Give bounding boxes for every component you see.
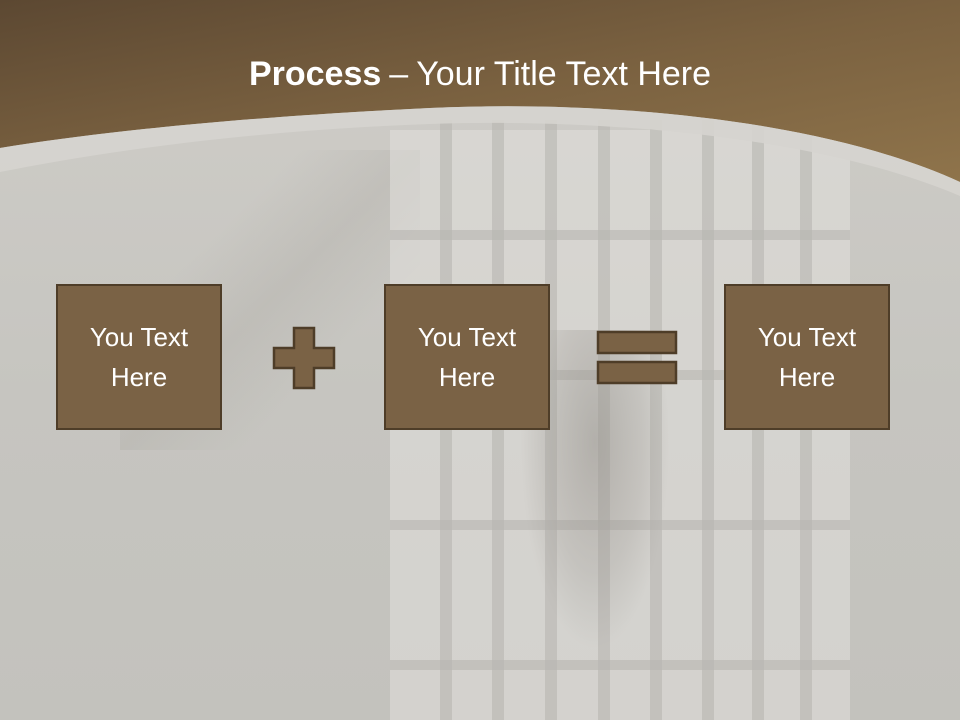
process-box-1[interactable]: You Text Here: [56, 284, 222, 430]
process-box-1-text: You Text Here: [89, 322, 189, 392]
title-rest-text: Your Title Text Here: [416, 55, 712, 93]
equals-icon: [596, 330, 678, 385]
plus-icon: [272, 326, 336, 390]
process-box-2[interactable]: You Text Here: [384, 284, 550, 430]
process-box-3[interactable]: You Text Here: [724, 284, 890, 430]
title-dash: –: [389, 55, 409, 93]
header-band: [0, 0, 960, 196]
process-box-2-text: You Text Here: [417, 322, 517, 392]
slide-title[interactable]: Process–Your Title Text Here: [0, 52, 960, 96]
title-bold-text: Process: [248, 55, 382, 93]
process-box-3-text: You Text Here: [757, 322, 857, 392]
